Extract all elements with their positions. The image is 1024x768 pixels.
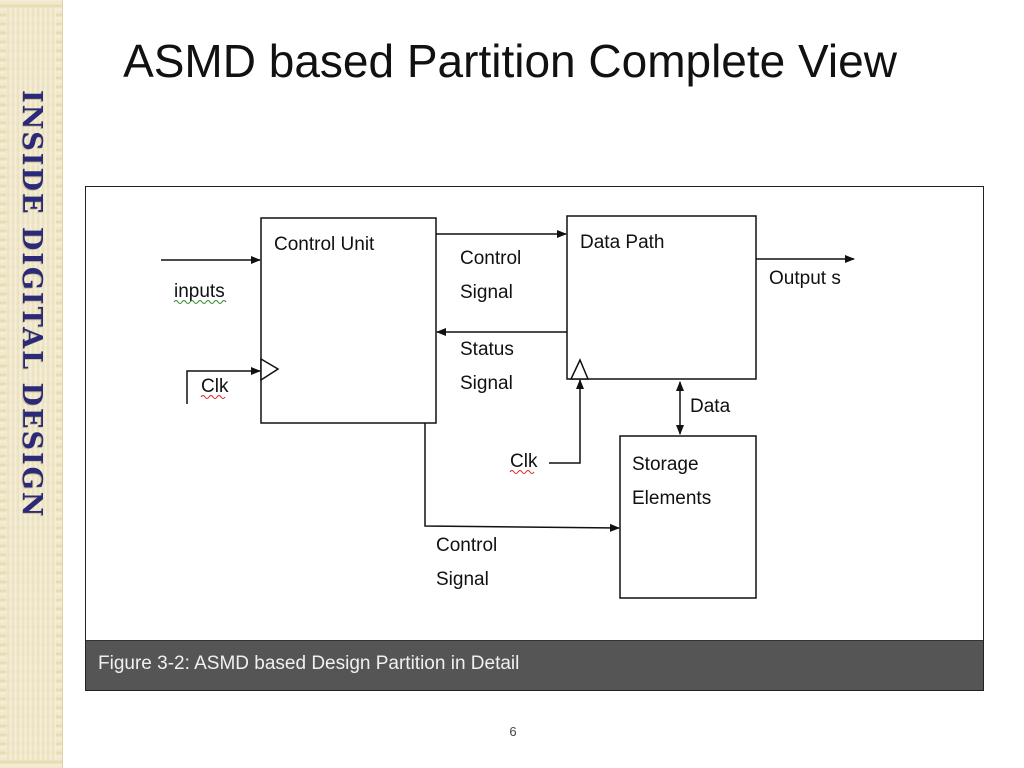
data-path-label: Data Path <box>580 232 665 253</box>
status-signal-label-1: Status <box>460 339 514 360</box>
clk-left-squiggle <box>200 395 226 399</box>
asmd-partition-diagram: Control Unit Data Path Storage Elements … <box>161 215 855 599</box>
figure-caption-bar: Figure 3-2: ASMD based Design Partition … <box>86 640 983 690</box>
data-path-block <box>566 215 757 380</box>
outputs-label: Output s <box>769 268 841 289</box>
status-signal-label-2: Signal <box>460 373 513 394</box>
control-unit-label: Control Unit <box>274 234 375 255</box>
side-decor-texture <box>6 8 56 760</box>
figure-caption: Figure 3-2: ASMD based Design Partition … <box>98 653 520 674</box>
page-number: 6 <box>509 724 517 739</box>
inputs-squiggle <box>173 300 227 304</box>
figure-frame: Control Unit Data Path Storage Elements … <box>85 186 984 691</box>
storage-elements-block <box>619 435 757 599</box>
data-label: Data <box>690 396 731 417</box>
control-signal-bottom-label-1: Control <box>436 535 497 556</box>
control-unit-block <box>260 217 437 424</box>
slide-title: ASMD based Partition Complete View <box>123 35 897 87</box>
side-decor-band: INSIDE DIGITAL DESIGN <box>0 0 63 768</box>
clk-left-wire <box>186 367 261 404</box>
storage-label-line1: Storage <box>632 454 699 475</box>
vertical-brand-text: INSIDE DIGITAL DESIGN <box>16 90 47 519</box>
clk-mid-wire <box>549 379 584 464</box>
storage-label-line2: Elements <box>632 488 711 509</box>
control-signal-top-label-1: Control <box>460 248 521 269</box>
clk-mid-squiggle <box>509 470 535 474</box>
control-signal-top-label-2: Signal <box>460 282 513 303</box>
control-signal-bottom-label-2: Signal <box>436 569 489 590</box>
control-unit-clock-triangle-icon <box>260 357 280 382</box>
clk-left-label: Clk <box>201 376 229 397</box>
control-signal-bottom-wire <box>424 423 620 532</box>
clk-mid-label: Clk <box>510 451 538 472</box>
inputs-label: inputs <box>174 281 225 302</box>
